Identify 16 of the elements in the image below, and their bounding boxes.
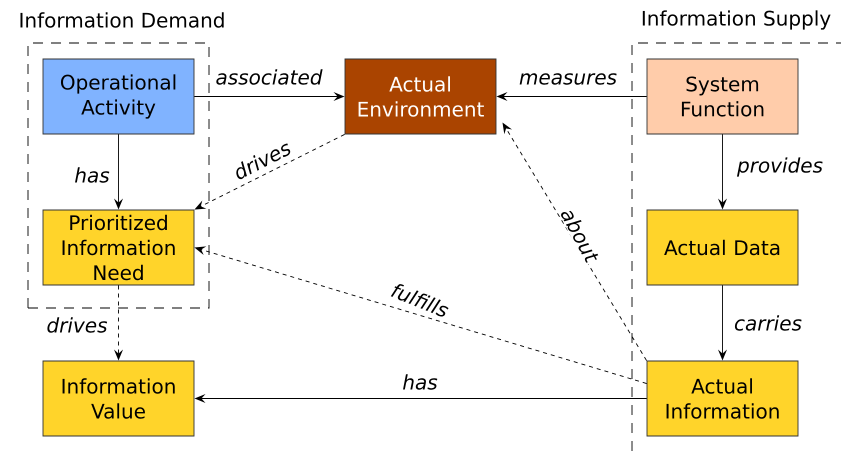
- process-box: Actual Environment: [344, 58, 496, 134]
- edge-label: has: [401, 373, 439, 391]
- process-box: Operational Activity: [42, 58, 194, 134]
- edge-label: carries: [733, 314, 803, 332]
- node-label: Information Demand: [20, 12, 224, 28]
- process-box: System Function: [646, 58, 798, 134]
- edge-label: associated: [214, 68, 324, 86]
- edge-label: provides: [736, 156, 824, 178]
- process-box: Actual Information: [646, 360, 798, 436]
- edge-label: has: [73, 166, 111, 184]
- process-box: Prioritized Information Need: [42, 210, 194, 286]
- edge-label: fulfills: [388, 280, 452, 320]
- edge-label: measures: [518, 72, 618, 86]
- process-box: Information Value: [42, 360, 194, 436]
- edge-label: drives: [45, 316, 109, 334]
- process-box: Actual Data: [646, 210, 798, 286]
